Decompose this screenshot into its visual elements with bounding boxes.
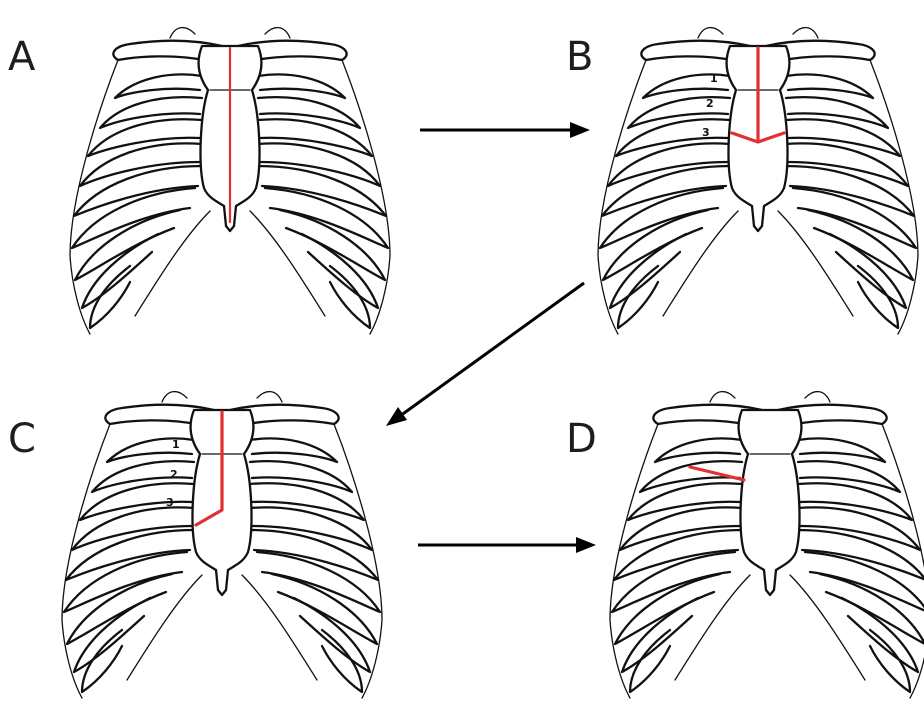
panel-d: D	[566, 392, 924, 698]
rib-number-b-2: 2	[706, 97, 714, 110]
panel-label-d: D	[566, 416, 597, 462]
arrow-a-to-b	[420, 122, 590, 138]
panel-label-b: B	[566, 34, 593, 80]
panel-c: C 1 2 3	[8, 392, 382, 698]
rib-number-b-3: 3	[702, 126, 710, 139]
rib-number-b-1: 1	[710, 72, 718, 85]
panel-b: B 1 2 3	[566, 28, 918, 334]
rib-number-c-1: 1	[172, 438, 180, 451]
rib-number-c-3: 3	[166, 496, 174, 509]
panel-label-a: A	[8, 34, 36, 80]
rib-number-c-2: 2	[170, 468, 178, 481]
panel-a: A	[8, 28, 390, 334]
arrow-b-to-c	[386, 283, 584, 426]
panel-label-c: C	[8, 416, 36, 462]
rib-cage-d	[610, 392, 924, 698]
arrow-c-to-d	[418, 537, 596, 553]
